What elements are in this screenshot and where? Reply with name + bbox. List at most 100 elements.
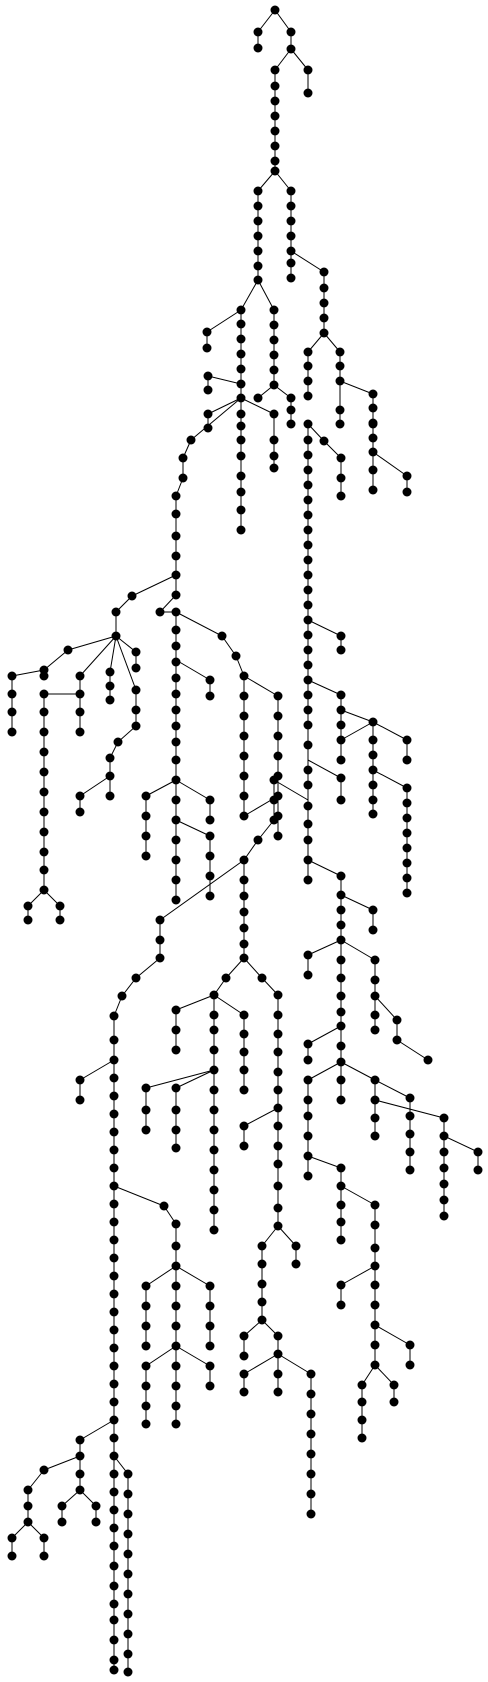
tree-node <box>273 691 283 701</box>
tree-node <box>336 905 346 915</box>
tree-edge <box>243 675 279 697</box>
tree-node <box>171 835 181 845</box>
tree-node <box>186 435 196 445</box>
tree-node <box>236 379 246 389</box>
tree-node <box>111 631 121 641</box>
tree-node <box>171 673 181 683</box>
tree-node <box>75 689 85 699</box>
tree-node <box>402 471 412 481</box>
tree-node <box>205 815 215 825</box>
tree-node <box>402 487 412 497</box>
tree-edge <box>175 819 211 837</box>
tree-node <box>171 1219 181 1229</box>
tree-node <box>75 1469 85 1479</box>
tree-node <box>113 737 123 747</box>
tree-node <box>273 1141 283 1151</box>
tree-node <box>270 126 280 136</box>
tree-node <box>303 855 313 865</box>
tree-node <box>303 819 313 829</box>
tree-node <box>171 1401 181 1411</box>
tree-node <box>335 405 345 415</box>
tree-node <box>319 298 329 308</box>
tree-node <box>109 1361 119 1371</box>
tree-node <box>39 847 49 857</box>
tree-node <box>286 246 296 256</box>
tree-node <box>370 975 380 985</box>
tree-edge <box>257 9 276 33</box>
tree-node <box>368 765 378 775</box>
tree-node <box>171 705 181 715</box>
tree-node <box>405 1360 415 1370</box>
tree-node <box>141 1341 151 1351</box>
tree-node <box>303 1111 313 1121</box>
tree-edge <box>340 1061 376 1081</box>
tree-node <box>303 495 313 505</box>
tree-node <box>123 1629 133 1639</box>
tree-node <box>336 1163 346 1173</box>
tree-node <box>239 1351 249 1361</box>
tree-node <box>75 807 85 817</box>
tree-node <box>236 487 246 497</box>
tree-node <box>63 645 73 655</box>
tree-node <box>111 607 121 617</box>
tree-node <box>171 1143 181 1153</box>
tree-node <box>209 1025 219 1035</box>
tree-node <box>171 875 181 885</box>
tree-node <box>23 1501 33 1511</box>
tree-node <box>239 939 249 949</box>
tree-node <box>269 320 279 330</box>
tree-node <box>109 1379 119 1389</box>
tree-node <box>141 851 151 861</box>
tree-edge <box>79 1419 115 1441</box>
tree-edge <box>340 939 376 961</box>
tree-node <box>171 551 181 561</box>
tree-edge <box>307 859 342 877</box>
tree-node <box>109 1073 119 1083</box>
tree-node <box>209 1205 219 1215</box>
tree-node <box>303 615 313 625</box>
tree-node <box>202 327 212 337</box>
tree-node <box>257 1315 267 1325</box>
tree-node <box>236 451 246 461</box>
tree-edge <box>175 779 211 801</box>
tree-node <box>439 1211 449 1221</box>
tree-node <box>286 186 296 196</box>
tree-node <box>257 1279 267 1289</box>
tree-node <box>39 1465 49 1475</box>
tree-node <box>171 1045 181 1055</box>
tree-node <box>109 1055 119 1065</box>
tree-node <box>141 1401 151 1411</box>
tree-edge <box>340 709 374 723</box>
tree-node <box>402 888 412 898</box>
tree-node <box>336 1075 346 1085</box>
tree-node <box>202 343 212 353</box>
tree-edge <box>175 1069 215 1089</box>
tree-edge <box>240 397 275 415</box>
tree-node <box>370 1340 380 1350</box>
tree-node <box>141 1381 151 1391</box>
tree-node <box>155 935 165 945</box>
tree-node <box>209 1225 219 1235</box>
tree-node <box>123 1489 133 1499</box>
tree-node <box>273 811 283 821</box>
tree-node <box>141 1105 151 1115</box>
tree-node <box>159 1201 169 1211</box>
tree-edge <box>443 1135 479 1153</box>
tree-node <box>303 720 313 730</box>
tree-node <box>141 791 151 801</box>
tree-node <box>91 1501 101 1511</box>
tree-node <box>171 1025 181 1035</box>
tree-node <box>236 421 246 431</box>
tree-node <box>171 1083 181 1093</box>
tree-node <box>239 811 249 821</box>
tree-node <box>368 433 378 443</box>
tree-node <box>171 721 181 731</box>
tree-node <box>303 480 313 490</box>
tree-node <box>7 707 17 717</box>
tree-node <box>402 783 412 793</box>
tree-node <box>105 667 115 677</box>
tree-node <box>236 319 246 329</box>
tree-node <box>39 1551 49 1561</box>
tree-node <box>239 1047 249 1057</box>
tree-node <box>236 409 246 419</box>
